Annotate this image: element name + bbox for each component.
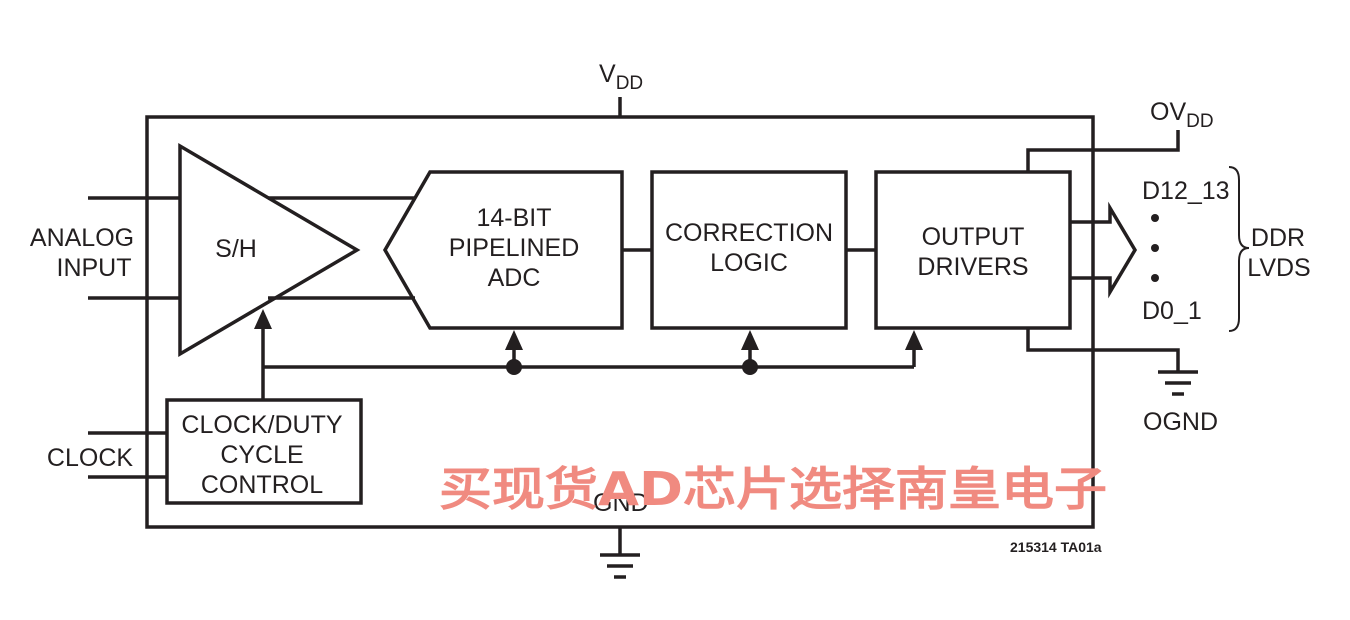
clock-control-label-line1: CLOCK/DUTY: [181, 411, 342, 439]
clock-input-label: CLOCK: [47, 444, 133, 472]
ognd-symbol: [1158, 370, 1198, 396]
output-dot-3: [1151, 274, 1159, 282]
ovdd-label: OVDD: [1150, 98, 1214, 132]
watermark-text: 买现货AD芯片选择南皇电子: [439, 462, 1107, 516]
gnd-symbol: [600, 553, 640, 579]
junction-dot-correction: [742, 359, 758, 375]
clock-control-label-line3: CONTROL: [201, 471, 323, 499]
adc-clock-arrowhead: [505, 330, 523, 350]
output-clock-arrowhead: [905, 330, 923, 350]
correction-label-line2: LOGIC: [710, 249, 788, 277]
d0-1-label: D0_1: [1142, 297, 1202, 325]
ognd-line: [1026, 328, 1180, 372]
output-drivers-block: [874, 170, 1072, 330]
output-arrow: [1070, 201, 1138, 299]
ddr-label: DDR: [1251, 224, 1305, 252]
ddr-brace: [1228, 166, 1250, 332]
ovdd-line: [1026, 130, 1180, 172]
clock-duty-block: [165, 398, 363, 505]
output-label-line1: OUTPUT: [922, 223, 1025, 251]
d12-13-label: D12_13: [1142, 177, 1230, 205]
sh-clock-arrowhead: [254, 309, 272, 329]
junction-dot-adc: [506, 359, 522, 375]
output-label-line2: DRIVERS: [917, 253, 1028, 281]
adc-label-line3: ADC: [488, 264, 541, 292]
correction-clock-arrowhead: [741, 330, 759, 350]
lvds-label: LVDS: [1247, 254, 1310, 282]
output-dot-2: [1151, 244, 1159, 252]
sh-label: S/H: [215, 235, 257, 263]
clock-control-label-line2: CYCLE: [220, 441, 303, 469]
gnd-label: GND: [593, 489, 649, 517]
output-dot-1: [1151, 214, 1159, 222]
analog-input-label-line2: INPUT: [57, 254, 132, 282]
correction-label-line1: CORRECTION: [665, 219, 833, 247]
analog-input-label-line1: ANALOG: [30, 224, 134, 252]
adc-block: [382, 170, 624, 330]
figure-code: 215314 TA01a: [1010, 539, 1102, 555]
adc-label-line1: 14-BIT: [476, 204, 551, 232]
vdd-label: VDD: [599, 60, 643, 94]
adc-label-line2: PIPELINED: [449, 234, 580, 262]
ognd-label: OGND: [1143, 408, 1218, 436]
